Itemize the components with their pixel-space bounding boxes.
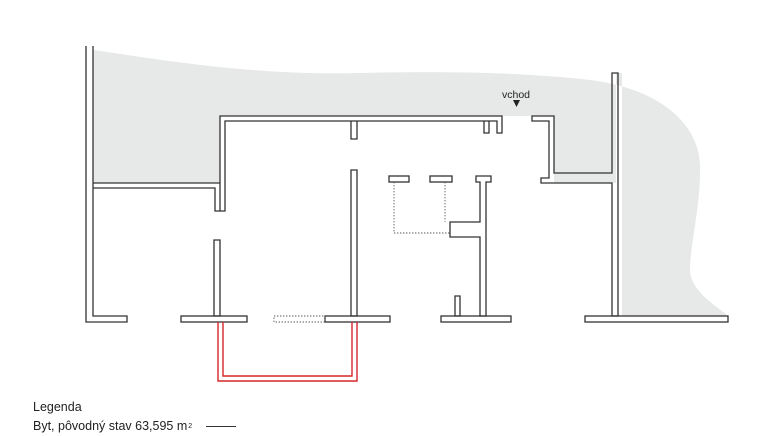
entrance-arrow-icon — [513, 100, 520, 107]
exterior-area-left — [93, 116, 220, 183]
entrance-label: vchod — [502, 89, 530, 101]
legend-item-superscript: 2 — [188, 423, 193, 430]
exterior-area-top — [93, 50, 728, 316]
dotted-openings — [273, 182, 450, 323]
balcony-outline — [217, 322, 358, 382]
legend-item-text: Byt, pôvodný stav 63,595 m — [33, 419, 188, 433]
legend-line-swatch — [206, 426, 237, 427]
walls — [85, 46, 729, 323]
legend-title: Legenda — [33, 400, 82, 414]
